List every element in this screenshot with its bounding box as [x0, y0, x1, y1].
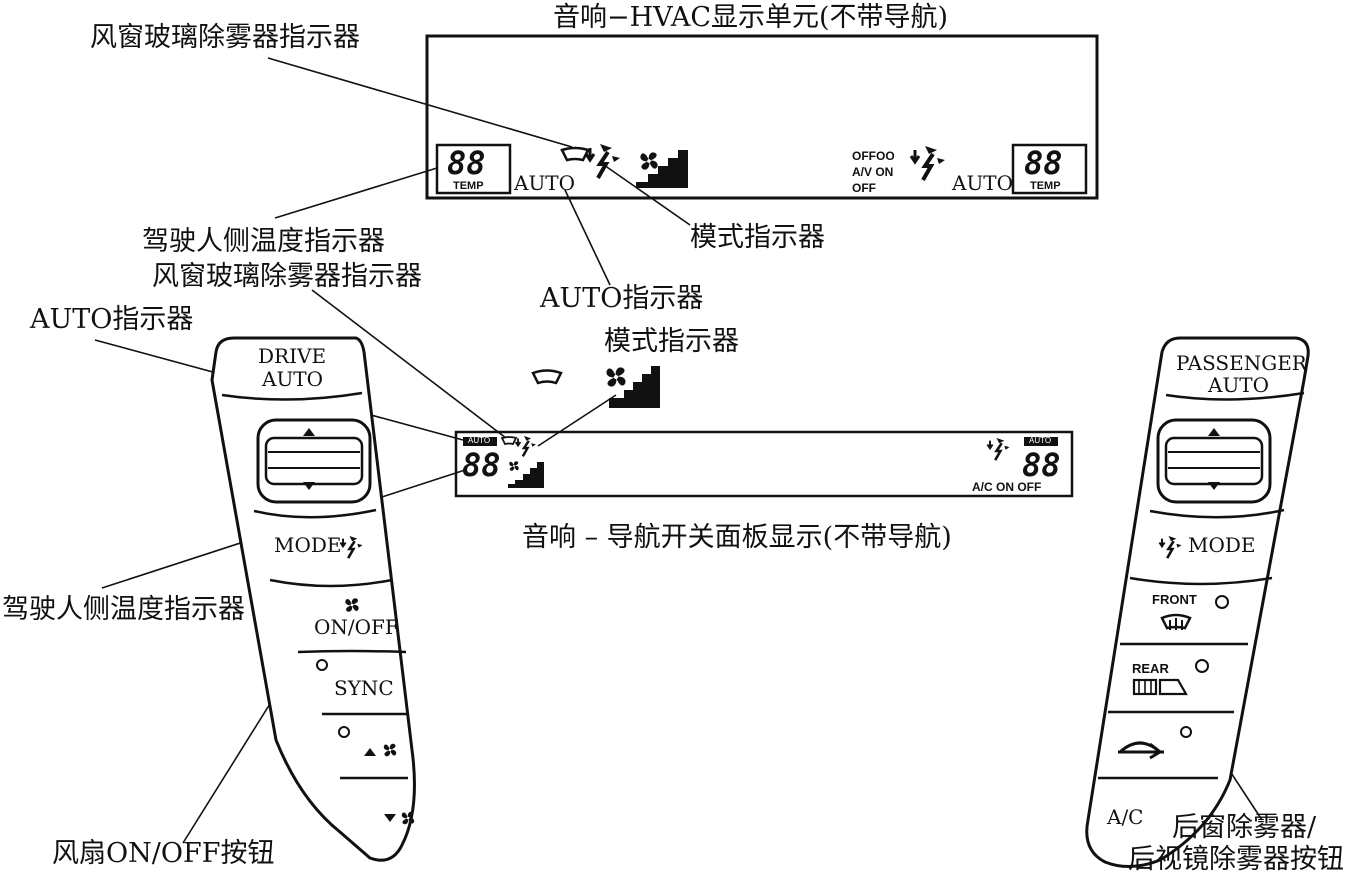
- nav-right-digits: 88: [1022, 446, 1061, 484]
- passenger-arrow-up-icon: [1208, 428, 1220, 436]
- callout-mode-indicator-mid: 模式指示器: [604, 326, 739, 357]
- callout-rear-defogger-line2: 后视镜除雾器按钮: [1128, 844, 1344, 875]
- hvac-fan-speed-bars-icon: [636, 150, 688, 188]
- passenger-front-led: [1215, 595, 1229, 609]
- hvac-right-digits: 88: [1024, 144, 1063, 182]
- hvac-left-auto-label: AUTO: [514, 171, 576, 195]
- callout-fan-onoff-button: 风扇ON/OFF按钮: [52, 838, 275, 869]
- recirculation-icon: [1118, 741, 1164, 760]
- passenger-recirc-led: [1180, 726, 1192, 738]
- passenger-mode-button[interactable]: MODE: [1188, 533, 1256, 557]
- front-defrost-waves: [1169, 618, 1183, 630]
- nav-left-auto-badge: [463, 437, 497, 446]
- callout-windshield-defogger-mid: 风窗玻璃除雾器指示器: [152, 261, 422, 292]
- driver-onoff-button[interactable]: ON/OFF: [314, 615, 399, 639]
- callout-auto-indicator-left: AUTO指示器: [30, 304, 194, 335]
- rear-defrost-lines: [1138, 680, 1152, 694]
- nav-display-title: 音响 – 导航开关面板显示(不带导航): [522, 522, 952, 553]
- passenger-panel-dividers: [1098, 391, 1305, 780]
- passenger-rear-defrost-button[interactable]: REAR: [1132, 661, 1169, 676]
- callout-mode-indicator-top: 模式指示器: [690, 222, 825, 253]
- passenger-panel-title-1: PASSENGER: [1176, 351, 1307, 375]
- float-windshield-icon: [531, 369, 563, 385]
- passenger-front-defrost-button[interactable]: FRONT: [1152, 592, 1197, 607]
- float-fan-speed-bars-icon: [609, 366, 660, 408]
- driver-arrow-up-icon: [303, 428, 315, 436]
- mirror-defrost-icon: [1158, 678, 1188, 696]
- driver-panel-title-2: AUTO: [262, 367, 324, 391]
- nav-display-frame: [454, 430, 1074, 498]
- callout-driver-temp-top: 驾驶人侧温度指示器: [142, 226, 385, 257]
- nav-left-digits: 88: [462, 446, 501, 484]
- driver-onoff-led: [316, 659, 328, 671]
- callout-driver-temp-bottom: 驾驶人侧温度指示器: [2, 594, 245, 625]
- hvac-right-status-1: OFFOO: [852, 149, 895, 163]
- nav-ac-status: A/C ON OFF: [972, 480, 1042, 494]
- nav-left-auto-badge-label: AUTO: [468, 436, 491, 445]
- hvac-right-status-2: A/V ON: [852, 165, 894, 179]
- callout-rear-defogger-line1: 后窗除雾器/: [1172, 812, 1317, 843]
- passenger-temp-rocker: [1156, 418, 1272, 504]
- hvac-right-auto-label: AUTO: [952, 171, 1014, 195]
- driver-mode-button[interactable]: MODE: [274, 533, 342, 557]
- hvac-display-frame: [425, 34, 1099, 200]
- hvac-right-status-3: OFF: [852, 181, 876, 195]
- passenger-arrow-down-icon: [1208, 482, 1220, 490]
- nav-right-auto-badge: [1024, 437, 1058, 446]
- passenger-panel-title-2: AUTO: [1208, 373, 1270, 397]
- hvac-left-temp-label: TEMP: [453, 180, 484, 192]
- passenger-rear-led: [1195, 659, 1209, 673]
- driver-panel-title-1: DRIVE: [258, 344, 327, 368]
- hvac-right-temp-box: [1011, 143, 1088, 195]
- driver-panel-dividers: [221, 391, 408, 780]
- nav-fan-speed-bars-icon: [508, 462, 544, 488]
- hvac-left-digits: 88: [447, 144, 486, 182]
- driver-arrow-down-icon: [303, 482, 315, 490]
- passenger-panel: [1085, 336, 1310, 868]
- float-fan-icon: [606, 367, 626, 387]
- hvac-left-temp-box: [435, 143, 512, 195]
- callout-windshield-defogger-top: 风窗玻璃除雾器指示器: [90, 22, 360, 53]
- driver-fan-down-arrow-icon: [384, 814, 396, 822]
- driver-temp-rocker: [256, 418, 372, 504]
- hvac-right-temp-label: TEMP: [1030, 180, 1061, 192]
- nav-right-auto-badge-label: AUTO: [1029, 436, 1052, 445]
- passenger-ac-button[interactable]: A/C: [1107, 805, 1144, 829]
- driver-fan-up-arrow-icon: [364, 748, 376, 756]
- hvac-display-title: 音响−HVAC显示单元(不带导航): [553, 2, 949, 33]
- nav-windshield-icon: [500, 436, 518, 446]
- callout-auto-indicator-top: AUTO指示器: [540, 283, 704, 314]
- driver-fan-up-led: [338, 726, 350, 738]
- hvac-windshield-icon: [560, 146, 590, 162]
- driver-sync-button[interactable]: SYNC: [334, 676, 394, 700]
